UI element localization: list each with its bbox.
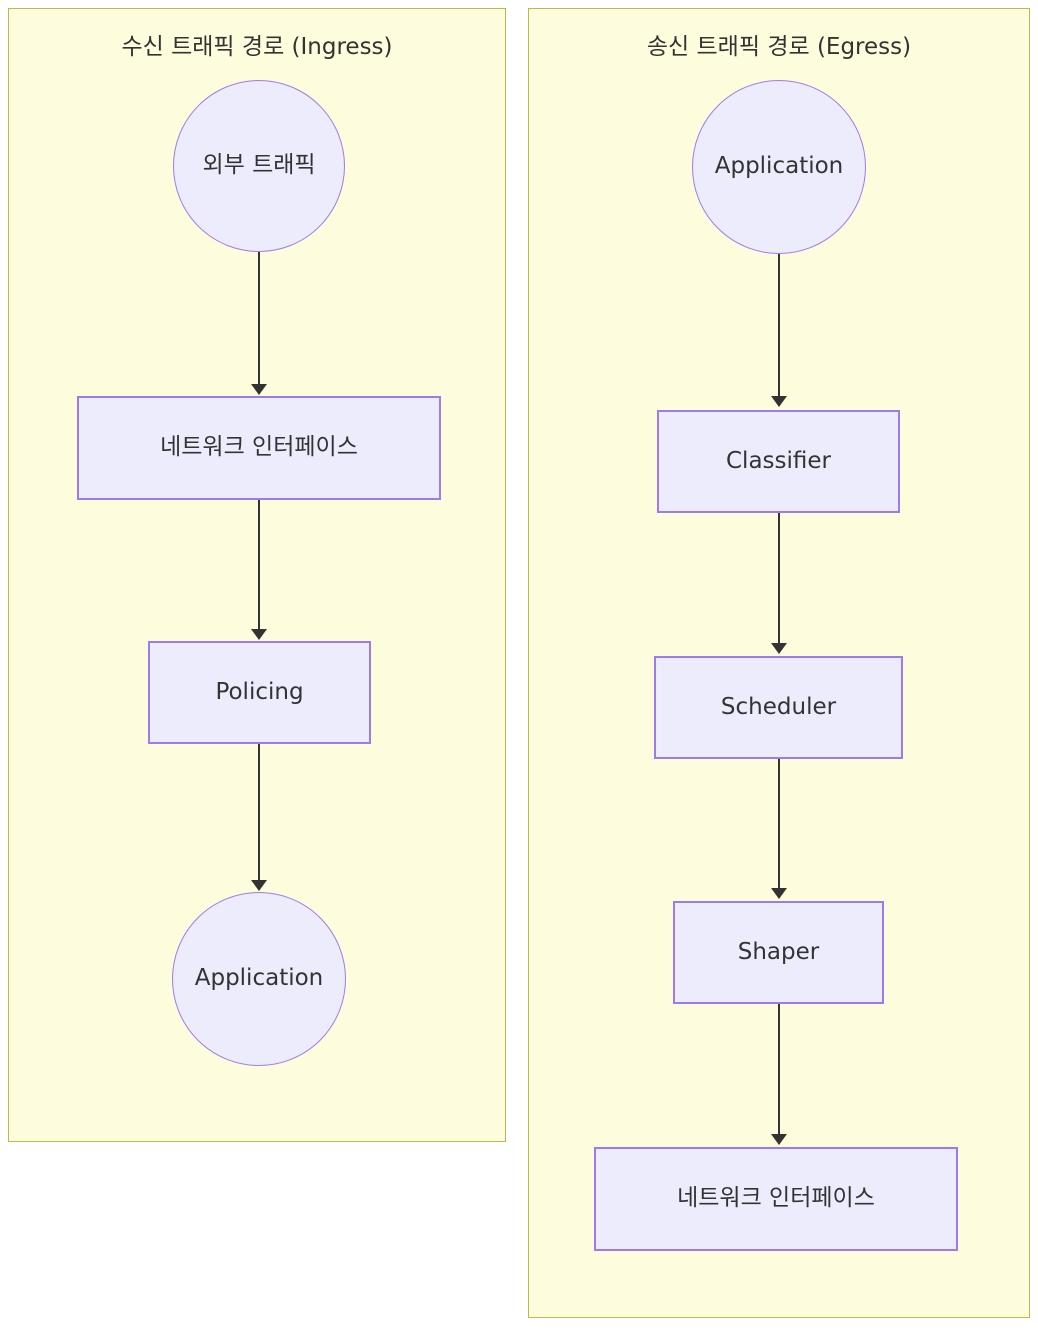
edge-shaper-to-network-interface [778, 1004, 780, 1136]
node-egress-application-label: Application [714, 153, 844, 180]
subgraph-ingress-title: 수신 트래픽 경로 (Ingress) [121, 34, 393, 60]
edge-policing-to-application [258, 744, 260, 882]
edge-nic-to-policing-arrowhead [251, 629, 267, 640]
subgraph-egress-title: 송신 트래픽 경로 (Egress) [646, 34, 912, 60]
edge-nic-to-policing [258, 500, 260, 631]
node-ingress-application[interactable]: Application [172, 892, 346, 1066]
node-external-traffic[interactable]: 외부 트래픽 [173, 80, 345, 252]
edge-external-to-nic-arrowhead [251, 384, 267, 395]
edge-classifier-to-scheduler-arrowhead [771, 643, 787, 654]
edge-scheduler-to-shaper [778, 759, 780, 890]
node-shaper-label: Shaper [737, 938, 820, 965]
edge-classifier-to-scheduler [778, 513, 780, 644]
edge-application-to-classifier-arrowhead [771, 396, 787, 407]
node-ingress-network-interface[interactable]: 네트워크 인터페이스 [77, 396, 441, 500]
edge-external-to-nic [258, 252, 260, 386]
edge-policing-to-application-arrowhead [251, 880, 267, 891]
edge-application-to-classifier [778, 254, 780, 398]
node-scheduler-label: Scheduler [720, 693, 837, 720]
node-classifier[interactable]: Classifier [657, 410, 900, 513]
edge-shaper-to-network-interface-arrowhead [771, 1134, 787, 1145]
node-classifier-label: Classifier [726, 447, 831, 474]
node-egress-network-interface-label: 네트워크 인터페이스 [677, 1185, 875, 1212]
node-ingress-application-label: Application [194, 965, 324, 992]
node-egress-application[interactable]: Application [692, 80, 866, 254]
node-policing-label: Policing [215, 678, 304, 705]
node-policing[interactable]: Policing [148, 641, 371, 744]
node-external-traffic-label: 외부 트래픽 [202, 152, 316, 179]
node-scheduler[interactable]: Scheduler [654, 656, 903, 759]
node-shaper[interactable]: Shaper [673, 901, 884, 1004]
edge-scheduler-to-shaper-arrowhead [771, 888, 787, 899]
node-egress-network-interface[interactable]: 네트워크 인터페이스 [594, 1147, 958, 1251]
node-ingress-network-interface-label: 네트워크 인터페이스 [160, 434, 358, 461]
